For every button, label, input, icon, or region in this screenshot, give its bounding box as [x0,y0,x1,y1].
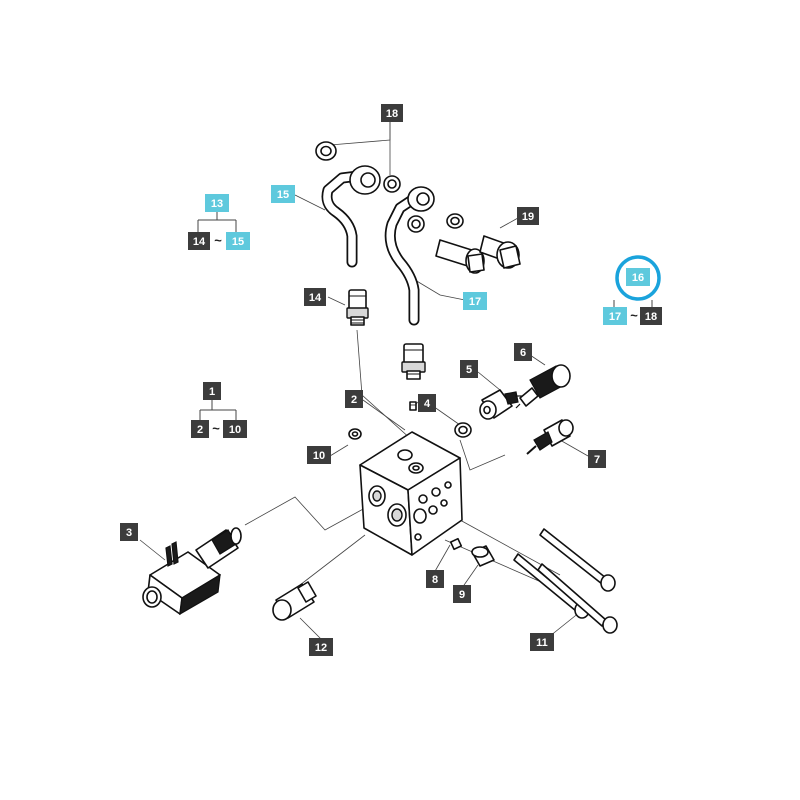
o-ring-18-b [383,175,401,193]
svg-text:2: 2 [197,424,203,436]
svg-text:18: 18 [386,108,398,120]
svg-text:9: 9 [459,589,465,601]
callout-17-range-start[interactable]: 17 [603,307,627,325]
svg-text:13: 13 [211,198,223,210]
svg-text:2: 2 [351,394,357,406]
plug-8 [449,537,463,551]
banjo-bolt-19 [435,213,521,274]
check-valve-7 [526,419,574,455]
svg-text:19: 19 [522,211,534,223]
callout-15-range-end[interactable]: 15 [226,232,250,250]
group-brackets [197,212,653,420]
callout-19[interactable]: 19 [517,207,539,225]
callout-1[interactable]: 1 [203,382,221,400]
o-ring-10 [348,428,362,440]
bolts-11 [513,528,618,634]
callout-2[interactable]: 2 [345,390,363,408]
callout-group-1: 1 2 ~ 10 [191,382,247,438]
callout-17[interactable]: 17 [463,292,487,310]
valve-block [359,431,463,556]
solenoid-coil-3 [142,527,242,616]
callout-13[interactable]: 13 [205,194,229,212]
range-separator: ~ [212,421,220,436]
svg-text:3: 3 [126,527,132,539]
svg-text:4: 4 [424,398,431,410]
callout-3[interactable]: 3 [120,523,138,541]
svg-text:14: 14 [309,292,322,304]
svg-text:18: 18 [645,311,657,323]
svg-text:11: 11 [536,637,548,649]
svg-text:17: 17 [609,311,621,323]
callout-14[interactable]: 14 [304,288,326,306]
callout-4[interactable]: 4 [418,394,436,412]
callout-10-range-end[interactable]: 10 [223,420,247,438]
svg-text:8: 8 [432,574,438,586]
selection-highlight-ring [615,255,661,301]
callout-10[interactable]: 10 [307,446,331,464]
pipe-15 [321,165,381,268]
relief-valve-6 [515,364,571,409]
o-ring-4 [454,422,472,438]
callout-18-range-end[interactable]: 18 [640,307,662,325]
svg-text:12: 12 [315,642,327,654]
svg-text:1: 1 [209,386,215,398]
callout-15[interactable]: 15 [271,185,295,203]
svg-text:17: 17 [469,296,481,308]
svg-text:7: 7 [594,454,600,466]
range-separator: ~ [630,308,638,323]
o-ring-18-a [315,141,337,161]
callout-16[interactable]: 16 [626,268,650,286]
svg-text:10: 10 [229,424,241,436]
callout-14-range-start[interactable]: 14 [188,232,210,250]
svg-text:5: 5 [466,364,472,376]
callout-group-13: 13 14 ~ 15 [188,194,250,250]
svg-text:10: 10 [313,450,325,462]
callout-9[interactable]: 9 [453,585,471,603]
svg-text:16: 16 [632,272,644,284]
callout-7[interactable]: 7 [588,450,606,468]
svg-text:6: 6 [520,347,526,359]
callout-11[interactable]: 11 [530,633,554,651]
callout-group-16: 16 17 ~ 18 [603,255,662,325]
callout-8[interactable]: 8 [426,570,444,588]
svg-text:14: 14 [193,236,206,248]
plug-9 [471,545,495,567]
range-separator: ~ [214,233,222,248]
fitting-lower [401,343,426,380]
svg-text:15: 15 [232,236,244,248]
plug-12 [272,581,317,621]
callout-5[interactable]: 5 [460,360,478,378]
pipe-17 [384,186,435,326]
callout-6[interactable]: 6 [514,343,532,361]
pressure-switch-5 [479,389,522,420]
svg-text:15: 15 [277,189,289,201]
fitting-14 [346,289,369,326]
callout-18[interactable]: 18 [381,104,403,122]
callout-12[interactable]: 12 [309,638,333,656]
leader-lines [139,120,589,641]
callout-2-range-start[interactable]: 2 [191,420,209,438]
small-plug-2 [409,401,417,411]
